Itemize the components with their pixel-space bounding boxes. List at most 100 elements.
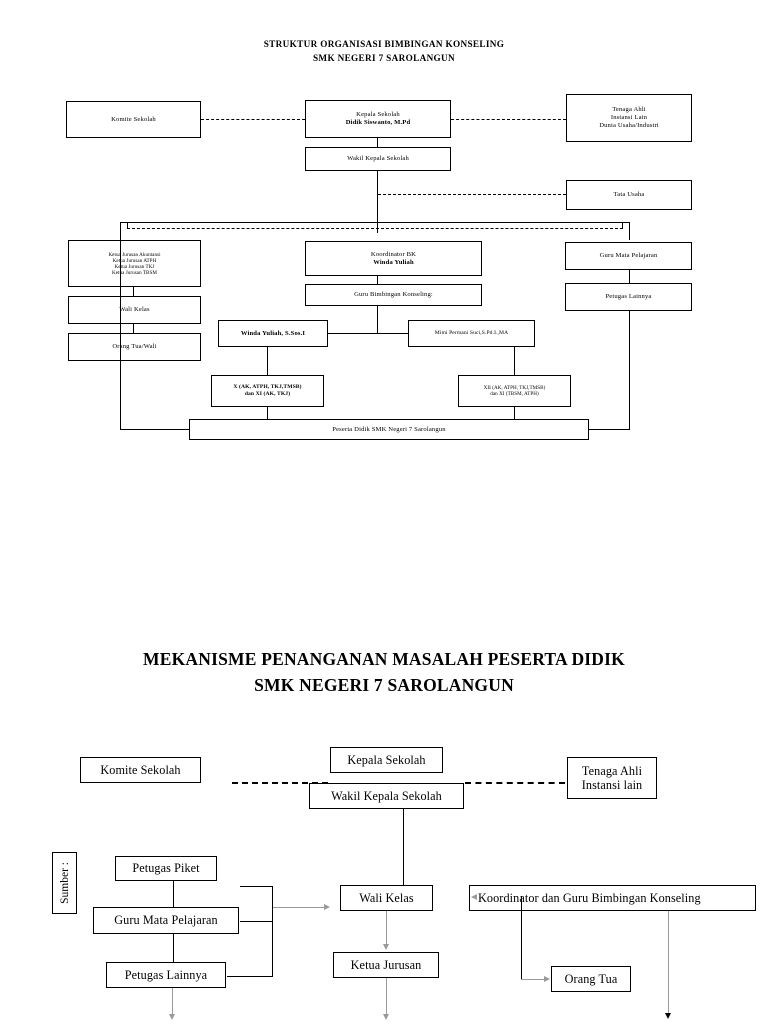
node-ketua-jurusan-line3: Ketua Jurusan TKJ — [114, 263, 155, 270]
node-guru-bk-1-label: Winda Yuliah, S.Sos.I — [240, 329, 306, 337]
node-koordinator-bk-role: Koordinator BK — [370, 250, 417, 258]
node-koordinator-bk-name: Winda Yuliah — [373, 258, 414, 266]
node-komite-sekolah[interactable]: Komite Sekolah — [66, 101, 201, 138]
arrow-petugas-down-icon — [169, 1014, 175, 1020]
node-tata-usaha[interactable]: Tata Usaha — [566, 180, 692, 210]
connector2-wakil-wali — [403, 809, 404, 885]
node2-komite-sekolah[interactable]: Komite Sekolah — [80, 757, 201, 783]
node2-ketua-jurusan[interactable]: Ketua Jurusan — [333, 952, 439, 978]
node2-orang-tua[interactable]: Orang Tua — [551, 966, 631, 992]
node-kelas-group-2[interactable]: XII (AK, ATPH, TKJ,TMSB) dan XI (TBSM, A… — [458, 375, 571, 407]
node2-koordinator-guru-bk-label: Koordinator dan Guru Bimbingan Konseling — [478, 890, 701, 905]
connector2-bracket-to-wali — [273, 907, 325, 908]
chart2-title-line1: MEKANISME PENANGANAN MASALAH PESERTA DID… — [143, 649, 625, 669]
node2-tenaga-ahli-line1: Tenaga Ahli — [581, 763, 643, 778]
connector-bus-solid — [120, 222, 629, 223]
chart2-title: MEKANISME PENANGANAN MASALAH PESERTA DID… — [64, 646, 704, 699]
arrow-bracket-to-wali-icon — [324, 904, 330, 910]
connector-bk-left — [328, 333, 377, 334]
node-guru-bk-1[interactable]: Winda Yuliah, S.Sos.I — [218, 320, 328, 347]
connector2-gmp-petugas-lainnya — [173, 934, 174, 962]
connector-wali-orangtua — [133, 324, 134, 334]
connector-left-to-peserta — [120, 429, 190, 430]
connector-koordinator-gurubk — [377, 276, 378, 285]
node-peserta-didik[interactable]: Peserta Didik SMK Negeri 7 Sarolangun — [189, 419, 589, 440]
connector2-petugas-down — [172, 988, 173, 1016]
connector-bus-to-left-col — [120, 222, 121, 240]
node2-tenaga-ahli-line2: Instansi lain — [581, 778, 643, 792]
connector-wakil-spine — [377, 171, 378, 233]
connector-kelas2-peserta — [514, 407, 515, 419]
node2-kepala-sekolah[interactable]: Kepala Sekolah — [330, 747, 443, 773]
node-komite-sekolah-label: Komite Sekolah — [111, 115, 156, 123]
connector-wakil-tata-usaha — [378, 194, 566, 195]
node-kelas-group-1[interactable]: X (AK, ATPH, TKJ,TMSB) dan XI (AK, TKJ) — [211, 375, 324, 407]
node2-komite-sekolah-label: Komite Sekolah — [100, 762, 181, 777]
node-orang-tua-wali[interactable]: Orang Tua/Wali — [68, 333, 201, 361]
arrow-right-rail-icon — [665, 1013, 671, 1019]
node-orang-tua-wali-label: Orang Tua/Wali — [112, 343, 157, 351]
node-kelas-group-2-line1: XII (AK, ATPH, TKJ,TMSB) — [483, 385, 546, 391]
label-sumber: Sumber : — [52, 852, 77, 914]
node-wali-kelas[interactable]: Wali Kelas — [68, 296, 201, 324]
connector2-bracket-bottom — [227, 976, 273, 977]
arrow-wali-to-ketua-icon — [383, 944, 389, 950]
node2-wakil-kepala-sekolah-label: Wakil Kepala Sekolah — [331, 788, 442, 803]
connector-left-col-bottom — [120, 240, 121, 430]
node-ketua-jurusan-line1: Ketua Jurusan Akuntansi — [108, 251, 161, 258]
connector-bus-to-right-col — [629, 222, 630, 240]
node-kepala-sekolah-name: Didik Siswanto, M.Pd — [345, 119, 411, 126]
node-tenaga-ahli-line2: Instansi Lain — [610, 114, 648, 122]
connector-bus-right-drop — [622, 222, 623, 229]
node2-guru-mata-pelajaran[interactable]: Guru Mata Pelajaran — [93, 907, 239, 934]
connector2-right-rail — [668, 911, 669, 1015]
node-kelas-group-1-line2: dan XI (AK, TKJ) — [244, 391, 291, 397]
chart1-title: STRUKTUR ORGANISASI BIMBINGAN KONSELING … — [184, 38, 584, 66]
connector-kepala-wakil — [377, 138, 378, 148]
node-peserta-didik-label: Peserta Didik SMK Negeri 7 Sarolangun — [332, 425, 446, 433]
node-tenaga-ahli[interactable]: Tenaga Ahli Instansi Lain Dunia Usaha/In… — [566, 94, 692, 142]
node-tata-usaha-label: Tata Usaha — [613, 191, 645, 199]
node2-koordinator-guru-bk[interactable]: Koordinator dan Guru Bimbingan Konseling — [469, 885, 756, 911]
node2-kepala-sekolah-label: Kepala Sekolah — [347, 752, 426, 767]
connector-bk2-kelas2 — [514, 347, 515, 375]
node2-ketua-jurusan-label: Ketua Jurusan — [350, 957, 422, 972]
label-sumber-text: Sumber : — [58, 862, 71, 904]
node-guru-bimbingan-konseling-label: Guru Bimbingan Konseling: — [354, 291, 433, 299]
chart1-title-line2: SMK NEGERI 7 SAROLANGUN — [312, 52, 456, 63]
node2-petugas-piket[interactable]: Petugas Piket — [115, 856, 217, 881]
connector2-kepala-tenaga-ahli — [465, 782, 565, 784]
node2-wali-kelas[interactable]: Wali Kelas — [340, 885, 433, 911]
connector-ketua-wali — [133, 287, 134, 297]
node-koordinator-bk[interactable]: Koordinator BK Winda Yuliah — [305, 241, 482, 276]
node2-wali-kelas-label: Wali Kelas — [359, 890, 414, 905]
arrow-into-koordinator-icon — [471, 894, 477, 900]
node-kepala-sekolah-role: Kepala Sekolah — [356, 111, 400, 119]
node2-wakil-kepala-sekolah[interactable]: Wakil Kepala Sekolah — [309, 783, 464, 809]
node-guru-bk-2[interactable]: Mimi Permani Suci,S.Pd.I.,MA — [408, 320, 535, 347]
connector2-bracket-top — [240, 886, 273, 887]
node-wakil-kepala-sekolah[interactable]: Wakil Kepala Sekolah — [305, 147, 451, 171]
connector-bk-right — [377, 333, 408, 334]
node2-petugas-piket-label: Petugas Piket — [132, 861, 200, 876]
node-kelas-group-1-line1: X (AK, ATPH, TKJ,TMSB) — [233, 384, 302, 391]
connector2-ketua-down — [386, 978, 387, 1016]
connector-bus-dashed — [127, 228, 623, 229]
connector-bk1-kelas1 — [267, 347, 268, 375]
connector-komite-kepala — [201, 119, 305, 120]
connector2-wali-ketua — [386, 911, 387, 945]
node-guru-bimbingan-konseling[interactable]: Guru Bimbingan Konseling: — [305, 284, 482, 306]
node-kepala-sekolah[interactable]: Kepala Sekolah Didik Siswanto, M.Pd — [305, 100, 451, 138]
node-ketua-jurusan-line2: Ketua Jurusan ATPH — [112, 257, 157, 264]
connector-kelas1-peserta — [267, 407, 268, 419]
chart1-title-line1: STRUKTUR ORGANISASI BIMBINGAN KONSELING — [263, 39, 505, 49]
connector-gmp-petugas — [629, 270, 630, 284]
chart2-title-line2: SMK NEGERI 7 SAROLANGUN — [254, 675, 514, 696]
node-ketua-jurusan[interactable]: Ketua Jurusan Akuntansi Ketua Jurusan AT… — [68, 240, 201, 287]
node2-petugas-lainnya[interactable]: Petugas Lainnya — [106, 962, 226, 988]
node-petugas-lainnya[interactable]: Petugas Lainnya — [565, 283, 692, 311]
node2-tenaga-ahli[interactable]: Tenaga Ahli Instansi lain — [567, 757, 657, 799]
connector2-bracket-spine — [272, 886, 273, 977]
node-guru-mata-pelajaran[interactable]: Guru Mata Pelajaran — [565, 242, 692, 270]
